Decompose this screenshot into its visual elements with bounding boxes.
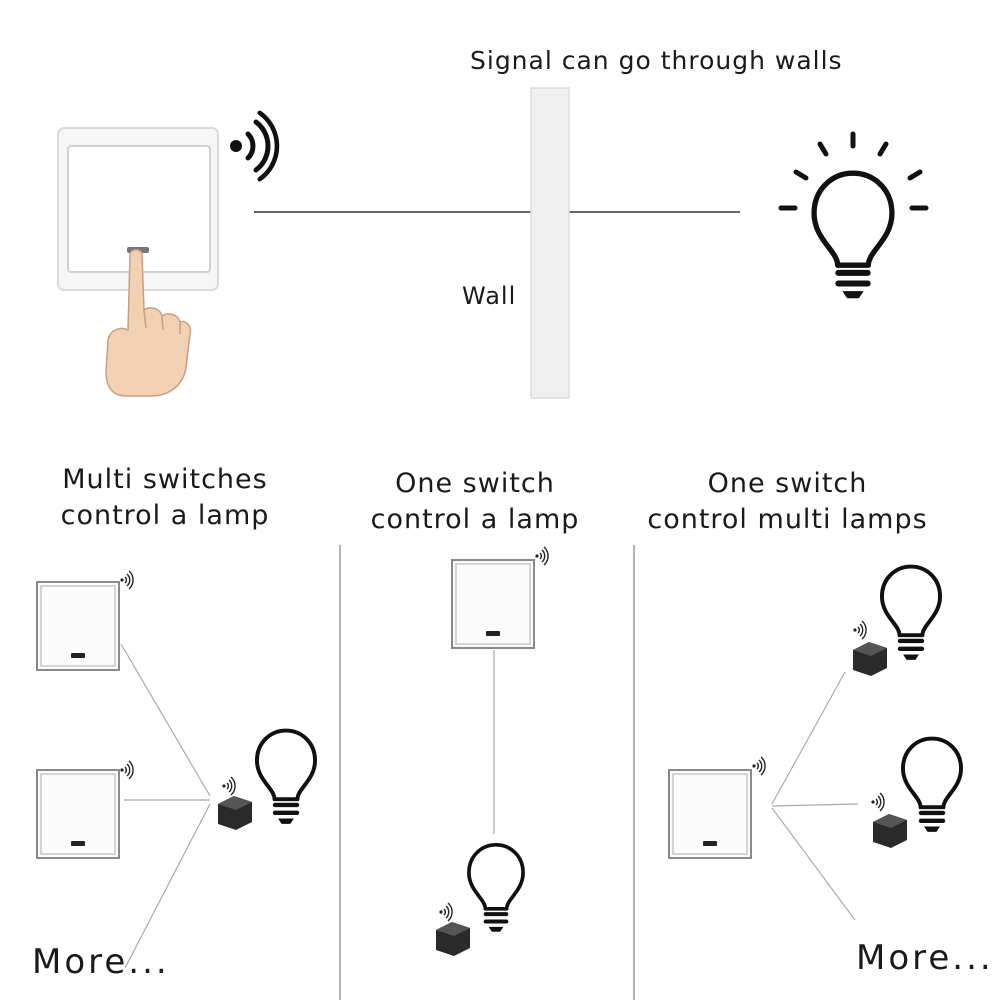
column-2-title-line-2: control a lamp: [370, 504, 580, 535]
wall-switch-icon: [36, 769, 120, 859]
receiver-module-icon: [218, 796, 252, 830]
receiver-module-icon: [853, 642, 887, 676]
column-2-title-line-1: One switch: [395, 468, 555, 499]
column-1-title-line-1: Multi switches: [62, 464, 268, 495]
receiver-module-icon: [436, 922, 470, 956]
light-bulb-icon: [879, 564, 943, 662]
wifi-signal-icon: [438, 902, 453, 922]
wifi-signal-icon: [852, 620, 867, 640]
column-1-title-line-2: control a lamp: [60, 500, 270, 531]
more-label-column-3: More...: [856, 938, 994, 978]
wall-switch-icon: [451, 559, 535, 649]
column-1-title: Multi switches control a lamp: [40, 462, 290, 534]
wall-switch-icon: [668, 769, 752, 859]
wifi-signal-icon: [119, 760, 134, 780]
wall-label: Wall: [462, 282, 517, 310]
column-1-diagram: [36, 570, 318, 969]
wifi-signal-icon: [119, 570, 134, 590]
column-2-title: One switch control a lamp: [345, 466, 605, 538]
light-bulb-icon: [467, 842, 525, 934]
large-wall-switch-icon: [57, 127, 219, 291]
more-label-column-1: More...: [32, 942, 170, 982]
column-2-diagram: [436, 546, 549, 956]
signal-caption: Signal can go through walls: [470, 46, 843, 75]
column-3-title-line-2: control multi lamps: [647, 504, 928, 535]
wifi-signal-icon: [870, 792, 885, 812]
lit-light-bulb-icon: [814, 173, 892, 298]
receiver-module-icon: [873, 814, 907, 848]
column-3-title: One switch control multi lamps: [645, 466, 930, 538]
wall: [530, 87, 570, 399]
light-rays-icon: [778, 131, 929, 211]
wifi-signal-icon: [221, 776, 236, 796]
light-bulb-icon: [900, 736, 964, 834]
column-3-title-line-1: One switch: [707, 468, 868, 499]
light-bulb-icon: [254, 728, 318, 826]
hand-pointer-icon: [105, 249, 192, 397]
wall-switch-icon: [36, 581, 120, 671]
column-3-diagram: [668, 564, 964, 921]
wifi-signal-icon: [534, 546, 549, 566]
wifi-signal-icon: [751, 756, 766, 776]
wifi-signal-icon: [230, 110, 280, 182]
